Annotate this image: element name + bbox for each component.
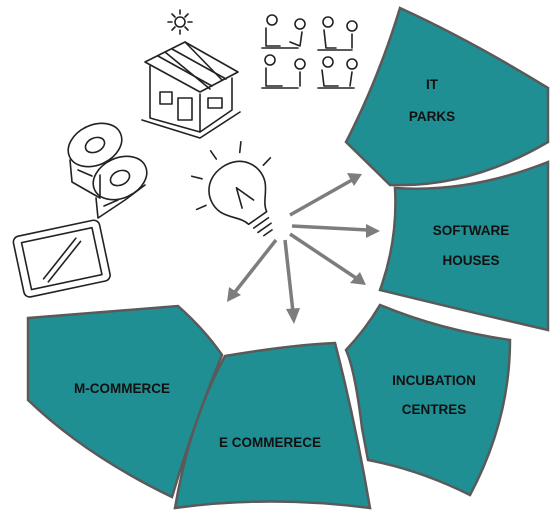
segment-software-houses-line1: SOFTWARE <box>433 223 510 238</box>
segment-m-commerce: M-COMMERCE <box>26 304 224 499</box>
segment-it-parks: IT PARKS <box>344 6 550 187</box>
lightbulb-icon <box>190 141 273 237</box>
segment-it-parks-line1: IT <box>426 77 439 92</box>
segment-incubation-centres-line2: CENTRES <box>402 402 467 417</box>
arrows <box>227 173 380 324</box>
tablet-icon <box>12 219 111 298</box>
solar-house-icon <box>141 9 241 139</box>
segment-incubation-centres: INCUBATION CENTRES <box>344 303 512 497</box>
segment-software-houses: SOFTWARE HOUSES <box>378 160 550 332</box>
film-reel-icon <box>67 122 148 219</box>
segment-incubation-centres-line1: INCUBATION <box>392 373 476 388</box>
segment-e-commerce-label: E COMMERECE <box>219 435 321 450</box>
meeting-people-icon <box>261 14 358 89</box>
segment-e-commerce: E COMMERECE <box>173 341 372 510</box>
segment-it-parks-line2: PARKS <box>409 109 455 124</box>
segment-m-commerce-label: M-COMMERCE <box>74 381 170 396</box>
segment-software-houses-line2: HOUSES <box>442 253 499 268</box>
